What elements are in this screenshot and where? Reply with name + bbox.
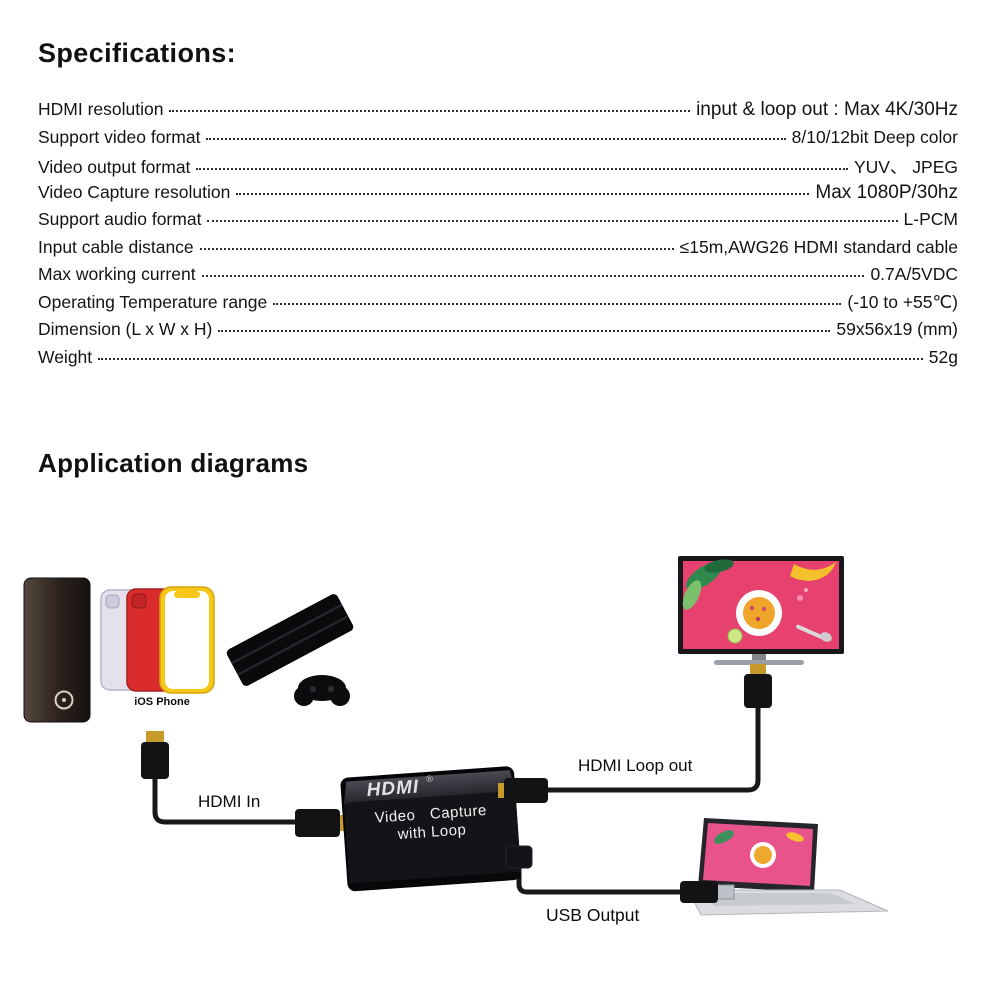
spec-value: Max 1080P/30hz (815, 181, 958, 203)
spec-row: Operating Temperature range (-10 to +55℃… (38, 292, 958, 320)
ios-phone-label: iOS Phone (134, 696, 190, 708)
hdmi-plug-loop-out (498, 778, 548, 803)
spec-label: Support audio format (38, 209, 202, 229)
dotted-leader (98, 357, 923, 360)
dotted-leader (206, 137, 786, 140)
spec-row: Max working current 0.7A/5VDC (38, 264, 958, 292)
hdmi-loop-out-cable (543, 704, 761, 793)
pc-tower (23, 577, 91, 723)
monitor-stand (714, 654, 804, 665)
dotted-leader (199, 247, 674, 250)
spec-row: Support video format 8/10/12bit Deep col… (38, 127, 958, 155)
application-diagram-art: HDMI ® Video Capture with Loop (23, 556, 889, 916)
spec-row: HDMI resolution input & loop out : Max 4… (38, 99, 958, 127)
spec-label: Video Capture resolution (38, 181, 231, 202)
capture-device-brand: HDMI (366, 777, 420, 802)
application-diagrams-title: Application diagrams (38, 448, 309, 478)
hdmi-in-cable (152, 774, 303, 825)
spec-row: Support audio format L-PCM (38, 209, 958, 237)
spec-label: Operating Temperature range (38, 291, 268, 312)
spec-value: 59x56x19 (mm) (836, 319, 958, 339)
ps4-controller (294, 675, 350, 706)
spec-label: HDMI resolution (38, 99, 164, 119)
dotted-leader (169, 110, 691, 112)
spec-value: YUV、 JPEG (853, 157, 958, 177)
dotted-leader (218, 330, 831, 332)
spec-row: Video Capture resolution Max 1080P/30hz (38, 182, 958, 210)
spec-label: Weight (38, 346, 93, 367)
laptop-screen-art (714, 830, 804, 868)
spec-row: Input cable distance ≤15m,AWG26 HDMI sta… (38, 237, 958, 265)
phone-yellow (159, 586, 215, 694)
spec-label: Input cable distance (38, 236, 194, 257)
spec-value: 52g (928, 346, 958, 367)
spec-row: Video output format YUV、 JPEG (38, 154, 958, 182)
usb-output-label: USB Output (546, 905, 640, 925)
dotted-leader (207, 220, 898, 222)
hdmi-in-label: HDMI In (198, 792, 261, 811)
spec-row: Dimension (L x W x H) 59x56x19 (mm) (38, 319, 958, 347)
spec-row: Weight 52g (38, 347, 958, 375)
spec-label: Dimension (L x W x H) (38, 319, 213, 339)
monitor-screen-art (682, 559, 836, 644)
spec-value: (-10 to +55℃) (847, 291, 958, 312)
usb-plug-laptop (680, 881, 735, 903)
application-diagram: HDMI ® Video Capture with Loop (0, 540, 1000, 1000)
tv-monitor (678, 556, 844, 665)
hdmi-plug-monitor (744, 664, 772, 708)
usb-cable (516, 863, 685, 895)
ios-phones (100, 586, 215, 694)
usb-plug-device (505, 845, 533, 869)
capture-device: HDMI ® Video Capture with Loop (340, 766, 522, 892)
spec-value: 8/10/12bit Deep color (791, 126, 958, 147)
dotted-leader (236, 192, 810, 195)
dotted-leader (196, 168, 848, 170)
laptop (687, 818, 889, 916)
spec-label: Support video format (38, 126, 201, 147)
hdmi-plug-in (141, 731, 169, 779)
specifications-title: Specifications: (38, 38, 237, 68)
ps4-console (226, 594, 354, 686)
spec-label: Max working current (38, 264, 196, 284)
capture-device-line2: with Loop (396, 821, 467, 843)
hdmi-loop-out-label: HDMI Loop out (578, 756, 693, 775)
spec-value: 0.7A/5VDC (870, 264, 958, 284)
registered-trademark-icon: ® (426, 774, 434, 784)
specifications-list: HDMI resolution input & loop out : Max 4… (38, 99, 958, 374)
spec-label: Video output format (38, 157, 191, 177)
spec-value: input & loop out : Max 4K/30Hz (696, 99, 958, 120)
dotted-leader (201, 275, 865, 277)
dotted-leader (273, 302, 842, 305)
spec-value: ≤15m,AWG26 HDMI standard cable (679, 236, 958, 257)
spec-value: L-PCM (903, 209, 958, 229)
